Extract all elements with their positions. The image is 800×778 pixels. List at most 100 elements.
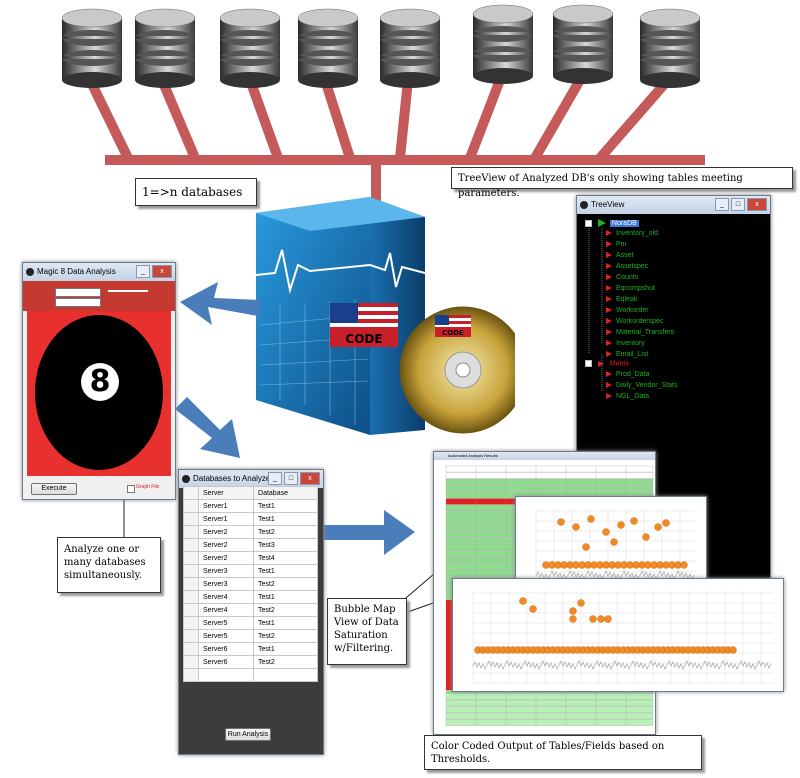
tree-item[interactable]: Assetspec	[606, 263, 648, 270]
server-cell[interactable]: Server2	[197, 538, 255, 552]
input-field-2[interactable]	[55, 298, 101, 307]
maximize-button[interactable]: □	[731, 198, 745, 211]
bubble-point[interactable]	[630, 517, 638, 525]
database-cell[interactable]: Test1	[253, 642, 318, 656]
column-header-server[interactable]: Server	[197, 486, 255, 500]
bubble-point[interactable]	[602, 528, 610, 536]
bubble-point[interactable]	[587, 515, 595, 523]
row-selector[interactable]	[183, 603, 199, 617]
tree-item-label[interactable]: Assetspec	[616, 263, 649, 270]
database-cell[interactable]: Test4	[253, 551, 318, 565]
database-cell[interactable]: Test2	[253, 577, 318, 591]
bubble-point[interactable]	[529, 605, 537, 613]
result-row[interactable]	[445, 465, 654, 473]
column-header-database[interactable]: Database	[253, 486, 318, 500]
tree-item-label[interactable]: Inventory_old	[616, 230, 659, 237]
database-cell[interactable]: Test2	[253, 629, 318, 643]
result-row[interactable]	[445, 472, 654, 479]
result-row[interactable]	[445, 706, 654, 713]
bubble-point[interactable]	[582, 543, 590, 551]
server-cell[interactable]: Server2	[197, 525, 255, 539]
tree-item-label[interactable]: Daily_Vendor_Stats	[616, 382, 678, 389]
row-selector[interactable]	[183, 564, 199, 578]
close-button[interactable]: x	[300, 472, 320, 485]
tree-item[interactable]: Email_List	[606, 351, 648, 358]
bubble-point[interactable]	[617, 521, 625, 529]
result-row[interactable]	[445, 712, 654, 720]
collapse-toggle-icon[interactable]	[585, 219, 592, 227]
bubble-point[interactable]	[604, 615, 612, 623]
server-cell[interactable]: Server3	[197, 564, 255, 578]
row-selector[interactable]	[183, 538, 199, 552]
tree-item-label[interactable]: Eqleak	[616, 296, 638, 303]
bubble-point[interactable]	[569, 615, 577, 623]
tree-item[interactable]: Eqcompshut	[606, 285, 655, 292]
threshold-slider[interactable]	[108, 290, 148, 292]
maximize-button[interactable]: □	[284, 472, 298, 485]
tree-item[interactable]: NGL_Data	[606, 393, 649, 400]
database-cell[interactable]: Test1	[253, 499, 318, 513]
result-row[interactable]	[445, 485, 654, 492]
tree-item-label[interactable]: NGL_Data	[616, 393, 650, 400]
tree-item-label[interactable]: Workorder	[616, 307, 649, 314]
minimize-button[interactable]: _	[268, 472, 282, 485]
server-cell[interactable]: Server1	[197, 499, 255, 513]
result-row[interactable]	[445, 719, 654, 726]
tree-item[interactable]: Workorderspec	[606, 318, 663, 325]
tree-item-label[interactable]: Workorderspec	[616, 318, 664, 325]
row-selector[interactable]	[183, 577, 199, 591]
result-row[interactable]	[445, 693, 654, 700]
row-selector[interactable]	[183, 499, 199, 513]
database-cell[interactable]: Test1	[253, 564, 318, 578]
close-button[interactable]: x	[747, 198, 767, 211]
server-cell[interactable]: Server6	[197, 655, 255, 669]
tree-node-root1[interactable]: NoraDB	[585, 219, 639, 227]
tree-item[interactable]: Workorder	[606, 307, 649, 314]
bubble-point[interactable]	[519, 597, 527, 605]
tree-item[interactable]: Inventory	[606, 340, 645, 347]
bubble-point[interactable]	[557, 518, 565, 526]
row-selector[interactable]	[183, 642, 199, 656]
empty-cell[interactable]	[253, 668, 318, 682]
database-cell[interactable]: Test2	[253, 525, 318, 539]
empty-cell[interactable]	[197, 668, 255, 682]
close-button[interactable]: x	[152, 265, 172, 278]
database-cell[interactable]: Test3	[253, 538, 318, 552]
tree-item[interactable]: Pm	[606, 241, 627, 248]
tree-item-label[interactable]: Asset	[616, 252, 634, 259]
row-selector[interactable]	[183, 616, 199, 630]
bubble-point[interactable]	[642, 533, 650, 541]
server-cell[interactable]: Server4	[197, 603, 255, 617]
graph-file-checkbox[interactable]	[127, 485, 135, 493]
tree-item[interactable]: Prod_Data	[606, 371, 649, 378]
bubble-point[interactable]	[589, 615, 597, 623]
tree-item-label[interactable]: Prod_Data	[616, 371, 650, 378]
database-cell[interactable]: Test2	[253, 655, 318, 669]
tree-item[interactable]: Eqleak	[606, 296, 637, 303]
tree-item-label[interactable]: Pm	[616, 241, 627, 248]
bubble-point[interactable]	[569, 607, 577, 615]
tree-node-root2[interactable]: Metrix	[585, 360, 629, 367]
run-analysis-button[interactable]: Run Analysis	[225, 728, 271, 741]
tree-item[interactable]: Asset	[606, 252, 634, 259]
new-row[interactable]	[183, 668, 318, 682]
tree-item[interactable]: Daily_Vendor_Stats	[606, 382, 677, 389]
database-cell[interactable]: Test1	[253, 590, 318, 604]
minimize-button[interactable]: _	[715, 198, 729, 211]
tree-item[interactable]: Counts	[606, 274, 638, 281]
server-cell[interactable]: Server3	[197, 577, 255, 591]
bubble-point[interactable]	[610, 538, 618, 546]
tree-root-label[interactable]: NoraDB	[609, 219, 639, 227]
server-cell[interactable]: Server4	[197, 590, 255, 604]
result-row[interactable]	[445, 478, 654, 486]
row-selector[interactable]	[183, 590, 199, 604]
